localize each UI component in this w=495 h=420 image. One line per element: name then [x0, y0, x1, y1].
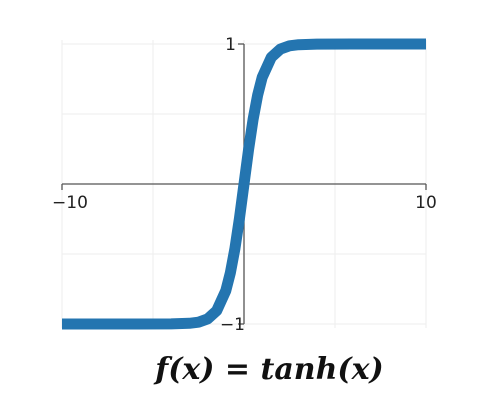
- y-tick-label-max: 1: [225, 35, 236, 55]
- x-tick-label-min: −10: [52, 193, 88, 213]
- formula-caption: f(x) = tanh(x): [155, 352, 384, 387]
- tanh-chart: −10 10 1 −1: [52, 35, 437, 335]
- tick-marks: [61, 43, 427, 325]
- y-tick-label-min: −1: [220, 315, 245, 335]
- x-tick-label-max: 10: [415, 193, 437, 213]
- series-line-tanh: [62, 38, 426, 330]
